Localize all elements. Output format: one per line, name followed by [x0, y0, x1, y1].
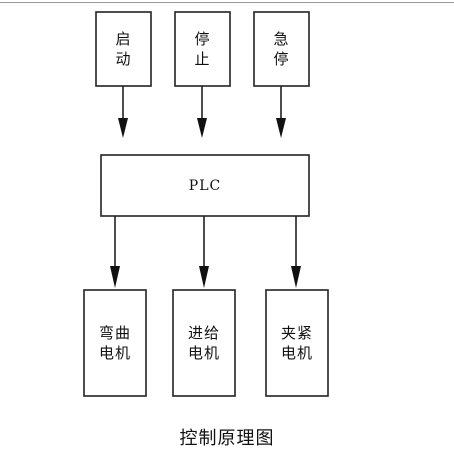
start-label: 启动	[115, 30, 132, 68]
top-rule	[0, 2, 454, 3]
emergency-stop-label: 急停	[273, 30, 290, 68]
feed-motor-box	[172, 289, 236, 397]
plc-label: PLC	[188, 177, 222, 194]
feed-arrow-head	[199, 266, 209, 288]
start-arrow-head	[118, 118, 128, 138]
bend-motor-label: 弯曲电机	[98, 324, 131, 362]
stop-label: 停止	[194, 30, 211, 68]
stop-arrow-head	[197, 118, 207, 138]
emergency-stop-box	[253, 11, 310, 87]
clamp-motor-label: 夹紧电机	[280, 324, 313, 362]
feed-motor-label: 进给电机	[187, 324, 220, 362]
stop-box	[174, 11, 231, 87]
clamp-motor-box	[265, 289, 329, 397]
bend-motor-label-wrap: 弯曲电机	[84, 290, 146, 396]
clamp-arrow-head	[291, 266, 301, 288]
stop-label-wrap: 停止	[175, 12, 230, 86]
clamp-motor-label-wrap: 夹紧电机	[266, 290, 328, 396]
bend-motor-box	[83, 289, 147, 397]
diagram-caption: 控制原理图	[179, 428, 275, 449]
feed-motor-label-wrap: 进给电机	[173, 290, 235, 396]
plc-box	[100, 154, 310, 217]
emergency-stop-label-wrap: 急停	[254, 12, 309, 86]
emergency-stop-arrow-head	[276, 118, 286, 138]
start-label-wrap: 启动	[96, 12, 151, 86]
bend-arrow-head	[110, 266, 120, 288]
plc-label-wrap: PLC	[101, 155, 309, 216]
